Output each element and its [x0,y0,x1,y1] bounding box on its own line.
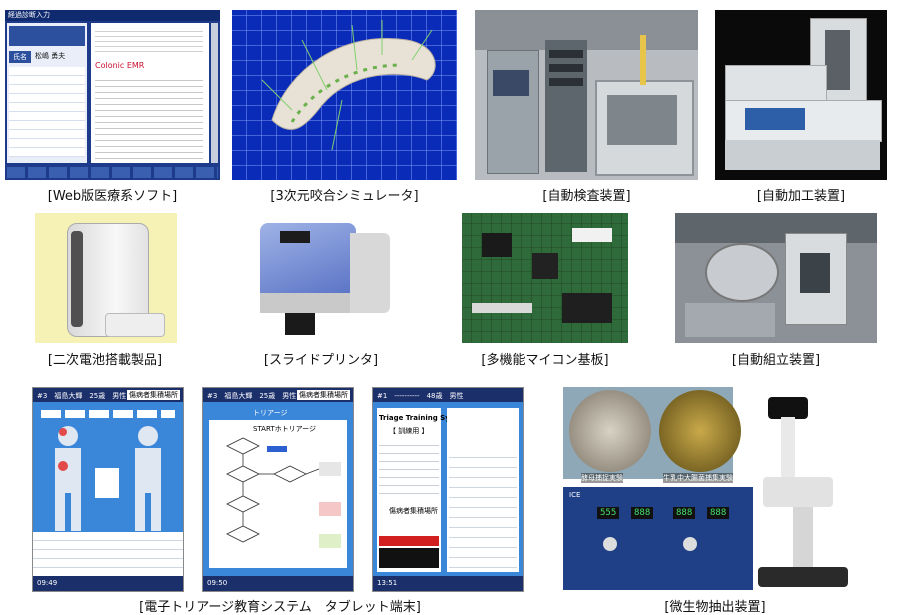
tablet3-time: 13:51 [377,579,398,587]
caption-machining-device: [自動加工装置] [756,189,846,204]
tablet2-header: #3 福島大輝 25歳 男性 [207,392,297,400]
microcontroller-board-image [462,213,628,343]
name-label: 氏名 [9,51,31,63]
record-title: Colonic EMR [95,61,145,70]
yeast-capture-circle [569,390,651,472]
tablet2-heading: トリアージ [253,409,288,417]
triage-flowchart-graphic [226,437,341,548]
tablet1-header: #3 福島大輝 25歳 男性 [37,392,127,400]
tablet2-flow-title: STARTホトリアージ [253,425,317,433]
web-medical-software-image: 経過診断入力 氏名 松嶋 勇夫 Colonic EMR [5,10,220,180]
triage-tablet-1-image: #3 福島大輝 25歳 男性 傷病者集積場所 09:49 [32,387,184,592]
battery-product-image [35,213,177,343]
caption-slide-printer: [スライドプリンタ] [263,353,379,368]
web-app-side-toolbar [211,23,218,163]
web-app-left-panel: 氏名 松嶋 勇夫 [7,23,87,163]
display-1: 555 [597,507,620,519]
caption-battery-product: [二次電池搭載製品] [47,353,163,368]
tablet2-time: 09:50 [207,579,228,587]
caption-assembly-device: [自動組立装置] [731,353,821,368]
triage-tablet-3-image: #1 ---------- 48歳 男性 Triage Training Sys… [372,387,524,592]
caption-triage-system: [電子トリアージ教育システム タブレット端末] [139,600,421,615]
device-brand: ICE [569,491,581,499]
tablet3-header: #1 ---------- 48歳 男性 [377,392,464,400]
slide-printer-image [240,213,402,343]
display-3: 888 [673,507,696,519]
caption-dental-simulator: [3次元咬合シミュレータ] [270,189,419,204]
dental-arch-graphic [261,20,436,151]
name-value: 松嶋 勇夫 [35,52,66,60]
tablet3-subtitle: 【 訓練用 】 [389,427,429,435]
assembly-device-image [675,213,877,343]
tablet2-badge: 傷病者集積場所 [297,390,350,400]
caption-web-medical-software: [Web版医療系ソフト] [47,189,178,204]
web-app-main-panel: Colonic EMR [91,23,209,163]
dental-simulator-image [232,10,457,180]
ecoli-label: 牛乳中大腸菌捕集実験 [663,473,733,483]
caption-inspection-device: [自動検査装置] [542,189,631,204]
display-2: 888 [631,507,654,519]
microbe-extraction-image: 酵母捕捉実験 牛乳中大腸菌捕集実験 ICE 555 888 888 888 [563,387,863,590]
body-figures-graphic [55,426,161,531]
tablet3-system-title: Triage Training System [379,414,470,422]
yeast-label: 酵母捕捉実験 [581,473,623,483]
web-app-titlebar: 経過診断入力 [5,10,220,21]
tablet1-badge: 傷病者集積場所 [127,390,180,400]
inspection-device-image [475,10,698,180]
ecoli-capture-circle [659,390,741,472]
display-4: 888 [707,507,730,519]
web-app-button-bar [7,167,218,178]
caption-microbe-extraction: [微生物抽出装置] [664,600,766,615]
caption-microcontroller-board: [多機能マイコン基板] [481,353,609,368]
machining-device-image [715,10,887,180]
tablet1-time: 09:49 [37,579,58,587]
triage-tablet-2-image: #3 福島大輝 25歳 男性 傷病者集積場所 トリアージ STARTホトリアージ… [202,387,354,592]
tablet3-badge: 傷病者集積場所 [389,507,438,515]
